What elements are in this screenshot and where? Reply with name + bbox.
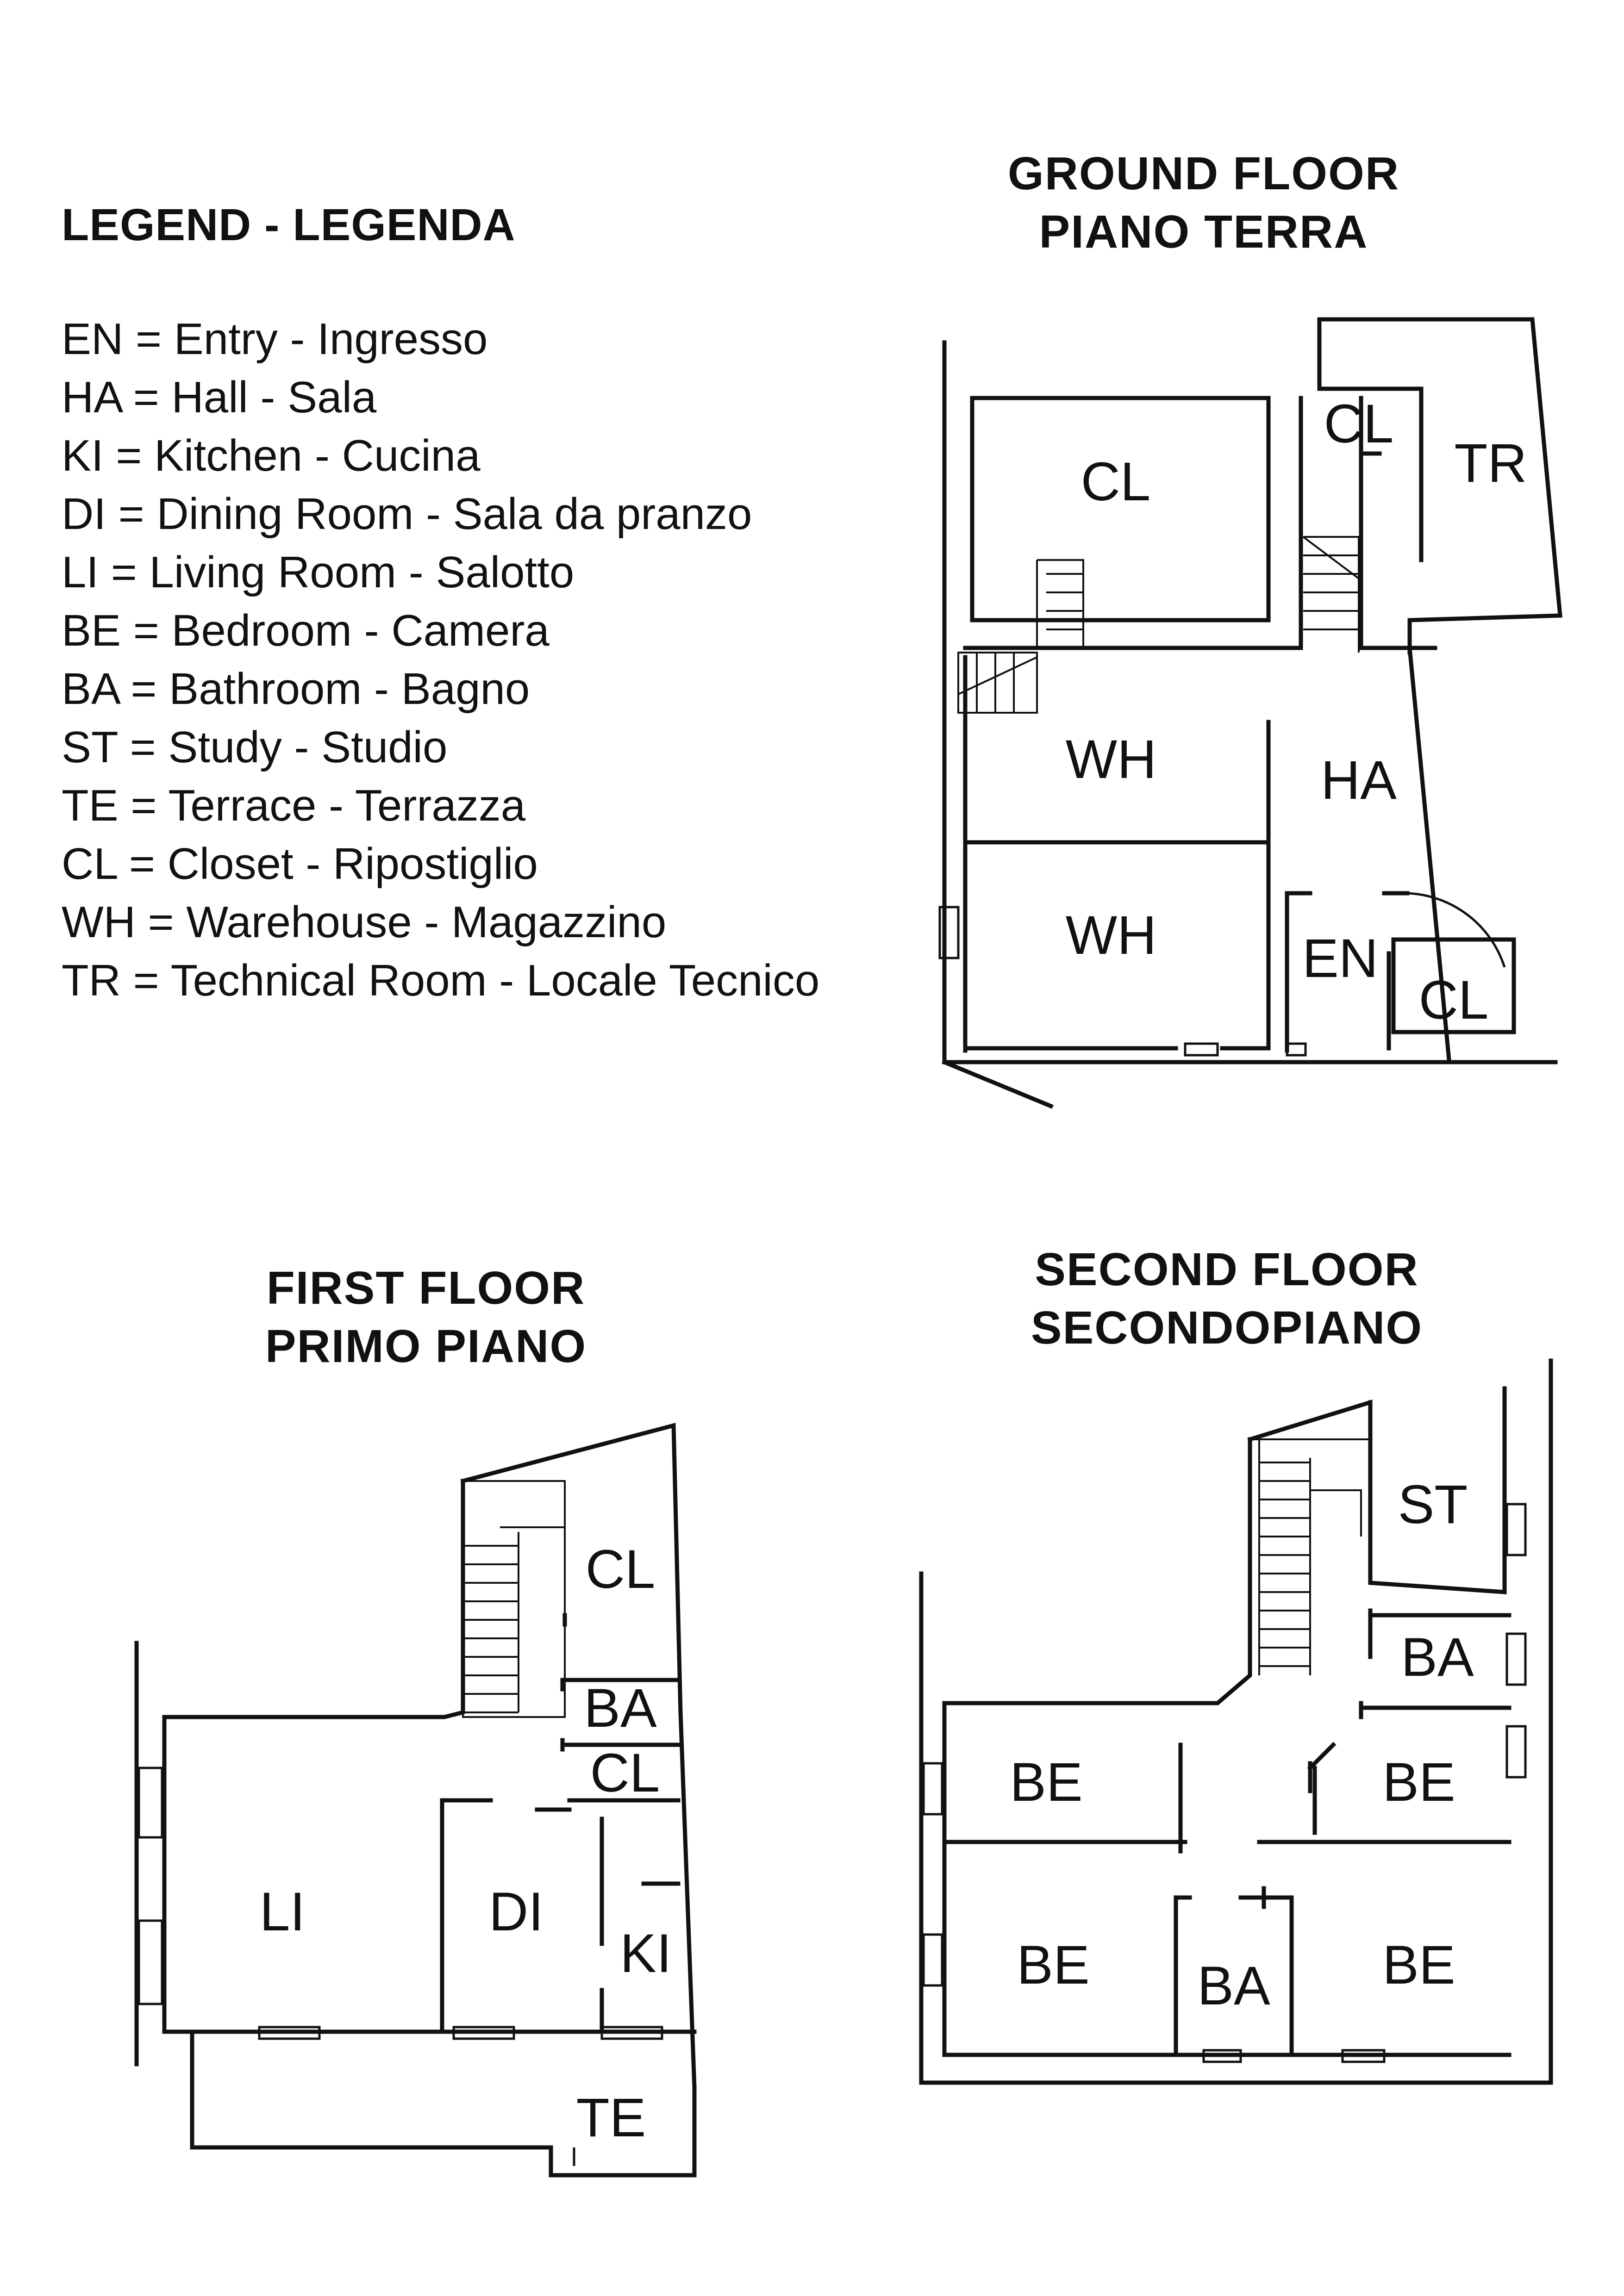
second-floor-title: SECOND FLOOR SECONDOPIANO — [949, 1240, 1505, 1357]
ground-floor-title-en: GROUND FLOOR — [1007, 148, 1400, 199]
first-stairs — [462, 1480, 566, 1718]
legend-item: EN = Entry - Ingresso — [62, 314, 488, 364]
second-room-ba-bottom: BA — [1197, 1955, 1270, 2016]
first-room-ki: KI — [620, 1923, 672, 1984]
legend-item: BA = Bathroom - Bagno — [62, 664, 530, 714]
first-room-di: DI — [489, 1881, 543, 1942]
legend-item: WH = Warehouse - Magazzino — [62, 897, 667, 947]
ground-room-ha: HA — [1321, 750, 1397, 811]
ground-room-cl-small: CL — [1324, 393, 1394, 454]
second-room-ba-top: BA — [1401, 1627, 1474, 1688]
legend-item: TE = Terrace - Terrazza — [62, 781, 526, 830]
legend-item: LI = Living Room - Salotto — [62, 548, 575, 597]
first-floor-title: FIRST FLOOR PRIMO PIANO — [148, 1259, 704, 1375]
second-stairs — [1250, 1438, 1370, 1675]
ground-room-tr: TR — [1454, 433, 1527, 494]
second-room-be-right-top: BE — [1382, 1752, 1455, 1813]
ground-room-cl-corner: CL — [1419, 970, 1489, 1031]
legend-list: EN = Entry - Ingresso HA = Hall - Sala K… — [62, 310, 819, 1010]
legend-item: KI = Kitchen - Cucina — [62, 431, 481, 480]
first-room-cl-top: CL — [586, 1539, 656, 1600]
ground-floor-title-it: PIANO TERRA — [1039, 206, 1368, 258]
ground-room-en: EN — [1302, 928, 1378, 989]
second-room-be-right-bottom: BE — [1382, 1935, 1455, 1996]
ground-room-cl-big: CL — [1081, 451, 1151, 512]
ground-room-wh-bottom: WH — [1066, 905, 1157, 966]
legend-item: HA = Hall - Sala — [62, 373, 377, 422]
first-floor-title-en: FIRST FLOOR — [266, 1262, 586, 1314]
legend-title: LEGEND - LEGENDA — [62, 199, 516, 250]
ground-floor-plan: CL CL TR WH HA WH EN CL — [938, 317, 1562, 1109]
second-room-be-left-bottom: BE — [1017, 1935, 1089, 1996]
legend-item: ST = Study - Studio — [62, 722, 448, 772]
second-room-st: ST — [1398, 1474, 1468, 1535]
legend-item: DI = Dining Room - Sala da pranzo — [62, 489, 752, 539]
second-room-be-left-top: BE — [1010, 1752, 1082, 1813]
ground-room-wh-top: WH — [1066, 729, 1157, 790]
ground-floor-title: GROUND FLOOR PIANO TERRA — [926, 144, 1481, 261]
second-floor-plan: ST BA BE BE BE BA BE — [919, 1358, 1553, 2085]
first-room-ba: BA — [584, 1678, 657, 1739]
first-floor-plan: CL BA CL LI DI KI TE — [134, 1423, 697, 2178]
first-room-cl-mid: CL — [590, 1742, 660, 1804]
second-floor-title-it: SECONDOPIANO — [1031, 1302, 1423, 1354]
legend-item: BE = Bedroom - Camera — [62, 606, 550, 655]
legend-item: CL = Closet - Ripostiglio — [62, 839, 538, 889]
ground-stairs — [957, 536, 1360, 714]
second-floor-title-en: SECOND FLOOR — [1035, 1244, 1419, 1295]
first-room-li: LI — [260, 1881, 305, 1942]
first-floor-title-it: PRIMO PIANO — [265, 1320, 587, 1372]
first-room-te: TE — [576, 2087, 646, 2148]
legend-item: TR = Technical Room - Locale Tecnico — [62, 956, 820, 1005]
